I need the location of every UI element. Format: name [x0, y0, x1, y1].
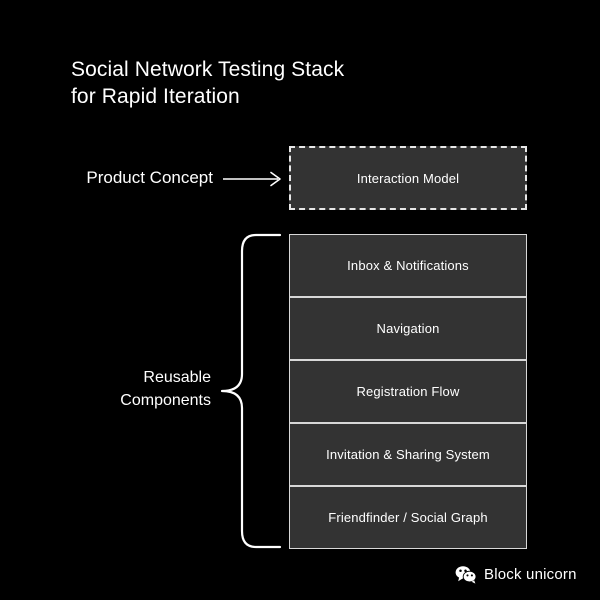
curly-brace-left-icon [220, 233, 282, 549]
page-title: Social Network Testing Stack for Rapid I… [71, 58, 345, 108]
arrow-right-icon [223, 171, 281, 187]
label-product-concept: Product Concept [86, 168, 213, 187]
label-reusable-components: Reusable Components [120, 369, 211, 409]
footer-watermark: Block unicorn [455, 561, 577, 587]
component-box-3[interactable]: Invitation & Sharing System [289, 423, 527, 486]
footer-text: Block unicorn [484, 565, 577, 583]
concept-box-interaction-model[interactable]: Interaction Model [289, 146, 527, 210]
component-box-0[interactable]: Inbox & Notifications [289, 234, 527, 297]
component-label: Invitation & Sharing System [326, 447, 490, 462]
component-label: Navigation [376, 321, 440, 336]
component-label: Inbox & Notifications [347, 258, 469, 273]
component-label: Friendfinder / Social Graph [328, 510, 488, 525]
wechat-icon [455, 565, 477, 584]
component-box-1[interactable]: Navigation [289, 297, 527, 360]
component-box-4[interactable]: Friendfinder / Social Graph [289, 486, 527, 549]
component-box-2[interactable]: Registration Flow [289, 360, 527, 423]
component-label: Registration Flow [356, 384, 460, 399]
concept-box-label: Interaction Model [356, 170, 460, 186]
